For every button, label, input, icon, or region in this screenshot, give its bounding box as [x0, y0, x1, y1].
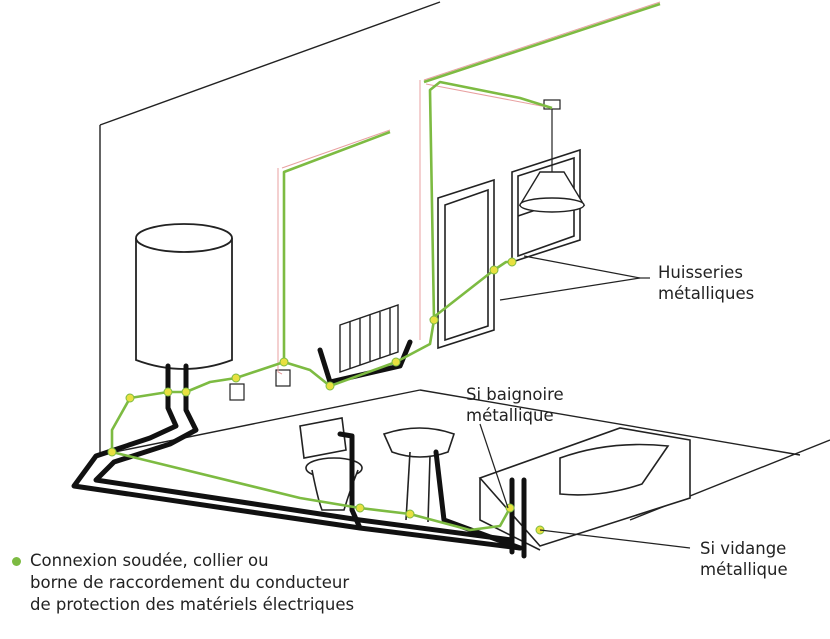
legend-dot-icon	[12, 557, 21, 566]
bathtub	[478, 427, 691, 551]
connection-points	[107, 257, 545, 535]
toilet	[299, 417, 363, 511]
door-window-frames-label: Huisseries métalliques	[658, 262, 754, 304]
door-window-frames-line-2: métalliques	[658, 284, 755, 303]
bathtub-line-1: Si baignoire	[466, 385, 564, 404]
door	[437, 178, 495, 350]
legend-line-3: de protection des matériels électriques	[30, 595, 355, 614]
leader-lines	[479, 255, 691, 549]
bathtub-label: Si baignoire métallique	[466, 384, 564, 426]
drain-line-1: Si vidange	[700, 539, 787, 558]
legend: Connexion soudée, collier ou borne de ra…	[12, 550, 354, 616]
radiator	[339, 304, 399, 373]
drain-label: Si vidange métallique	[700, 538, 788, 580]
cable-traces	[277, 1, 661, 375]
drain-line-2: métallique	[700, 560, 788, 579]
legend-line-2: borne de raccordement du conducteur	[30, 573, 350, 592]
legend-text: Connexion soudée, collier ou borne de ra…	[30, 550, 354, 616]
bathtub-line-2: métallique	[466, 406, 554, 425]
wall-sockets	[229, 369, 291, 401]
legend-line-1: Connexion soudée, collier ou	[30, 551, 269, 570]
ceiling-lamp	[518, 99, 586, 213]
door-window-frames-line-1: Huisseries	[658, 263, 743, 282]
water-pipes	[71, 339, 527, 559]
water-heater	[135, 223, 233, 370]
